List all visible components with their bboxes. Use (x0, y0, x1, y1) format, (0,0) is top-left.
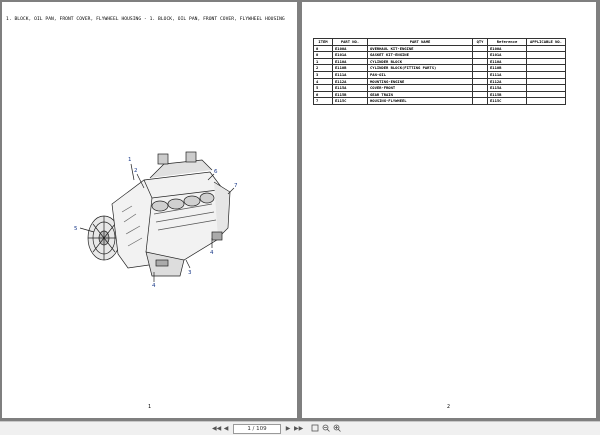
cell-item: 2 (313, 64, 333, 72)
cell-part-no: E115A (332, 84, 368, 92)
table-row: 3 E111A PAN-OIL E111A (313, 70, 566, 79)
callout-1: 1 (128, 157, 132, 163)
cell-part-no: E110A (332, 57, 368, 66)
table-header-row: ITEM PART NO. PART NAME QTY Reference AP… (313, 38, 566, 46)
cell-reference: E100A (487, 44, 527, 53)
cell-reference: E115C (487, 97, 527, 105)
page-header: 1. BLOCK, OIL PAN, FRONT COVER, FLYWHEEL… (6, 17, 285, 22)
callout-5: 5 (74, 226, 78, 232)
cell-reference: E112A (487, 77, 527, 86)
table-row: 1 E110A CYLINDER BLOCK E110A (313, 57, 566, 66)
right-page: ITEM PART NO. PART NAME QTY Reference AP… (302, 2, 596, 418)
cell-reference: E101A (487, 51, 527, 59)
cell-qty (472, 97, 488, 105)
cell-qty (472, 64, 488, 72)
col-qty: QTY (472, 38, 488, 46)
cell-reference: E110B (487, 64, 527, 72)
cell-part-no: E110B (332, 64, 368, 72)
cell-reference: E115B (487, 90, 527, 99)
page-number: 1 (148, 404, 152, 410)
cell-part-name: MOUNTING-ENGINE (367, 77, 473, 86)
cell-item: 4 (313, 77, 333, 86)
table-row: 2 E110B CYLINDER BLOCK(FITTING PARTS) E1… (313, 64, 566, 72)
engine-diagram: 1 2 3 4 4 5 6 7 (74, 151, 238, 289)
cell-item: 6 (313, 90, 333, 99)
cell-qty (472, 44, 488, 53)
callout-7: 7 (234, 183, 238, 189)
cell-qty (472, 77, 488, 86)
table-row: 5 E115A COVER-FRONT E115A (313, 84, 566, 92)
callout-3: 3 (188, 270, 192, 276)
cell-part-no: E115C (332, 97, 368, 105)
cell-part-name: GEAR TRAIN (367, 90, 473, 99)
cell-part-no: E115B (332, 90, 368, 99)
cell-applicable-no (526, 90, 566, 99)
cell-qty (472, 57, 488, 66)
zoom-in-icon[interactable] (332, 424, 341, 433)
cell-applicable-no (526, 44, 566, 53)
callout-4a: 4 (152, 283, 156, 289)
zoom-out-icon[interactable] (321, 424, 330, 433)
callout-6: 6 (214, 169, 218, 175)
table-row: 7 E115C HOUSING-FLYWHEEL E115C (313, 97, 566, 105)
cell-applicable-no (526, 97, 566, 105)
cell-qty (472, 90, 488, 99)
cell-part-name: PAN-OIL (367, 70, 473, 79)
col-part-name: PART NAME (367, 38, 473, 46)
cell-applicable-no (526, 57, 566, 66)
page-indicator-input[interactable]: 1 / 109 (233, 424, 281, 434)
cell-part-no: E112A (332, 77, 368, 86)
cell-part-name: GASKET KIT-ENGINE (367, 51, 473, 59)
cell-item: 5 (313, 84, 333, 92)
cell-item: 0 (313, 51, 333, 59)
cell-reference: E115A (487, 84, 527, 92)
callout-2: 2 (134, 168, 138, 174)
cell-part-name: OVERHAUL KIT-ENGINE (367, 44, 473, 53)
cell-qty (472, 84, 488, 92)
cell-item: 3 (313, 70, 333, 79)
left-page: 1. BLOCK, OIL PAN, FRONT COVER, FLYWHEEL… (2, 2, 297, 418)
cell-item: 1 (313, 57, 333, 66)
cell-item: 0 (313, 44, 333, 53)
fit-page-icon[interactable] (310, 424, 319, 433)
col-reference: Reference (487, 38, 527, 46)
callout-4b: 4 (210, 250, 214, 256)
cell-applicable-no (526, 77, 566, 86)
previous-page-icon[interactable]: ◀ (223, 425, 229, 432)
col-item: ITEM (313, 38, 333, 46)
cell-part-name: CYLINDER BLOCK(FITTING PARTS) (367, 64, 473, 72)
col-applicable-no: APPLICABLE NO. (526, 38, 566, 46)
table-row: 0 E100A OVERHAUL KIT-ENGINE E100A (313, 44, 566, 53)
cell-part-name: CYLINDER BLOCK (367, 57, 473, 66)
cell-part-no: E111A (332, 70, 368, 79)
page-number: 2 (447, 404, 451, 410)
cell-qty (472, 51, 488, 59)
cell-reference: E110A (487, 57, 527, 66)
first-page-icon[interactable]: ◀◀ (212, 425, 222, 432)
table-row: 6 E115B GEAR TRAIN E115B (313, 90, 566, 99)
cell-part-no: E101A (332, 51, 368, 59)
cell-item: 7 (313, 97, 333, 105)
cell-applicable-no (526, 70, 566, 79)
viewer-toolbar: ◀◀ ◀ 1 / 109 ▶ ▶▶ (0, 421, 600, 435)
cell-qty (472, 70, 488, 79)
table-row: 0 E101A GASKET KIT-ENGINE E101A (313, 51, 566, 59)
cell-applicable-no (526, 51, 566, 59)
cell-part-no: E100A (332, 44, 368, 53)
cell-applicable-no (526, 64, 566, 72)
cell-part-name: HOUSING-FLYWHEEL (367, 97, 473, 105)
next-page-icon[interactable]: ▶ (285, 425, 291, 432)
cell-part-name: COVER-FRONT (367, 84, 473, 92)
cell-applicable-no (526, 84, 566, 92)
col-part-no: PART NO. (332, 38, 368, 46)
table-row: 4 E112A MOUNTING-ENGINE E112A (313, 77, 566, 86)
last-page-icon[interactable]: ▶▶ (294, 425, 304, 432)
cell-reference: E111A (487, 70, 527, 79)
parts-table: ITEM PART NO. PART NAME QTY Reference AP… (313, 38, 566, 105)
